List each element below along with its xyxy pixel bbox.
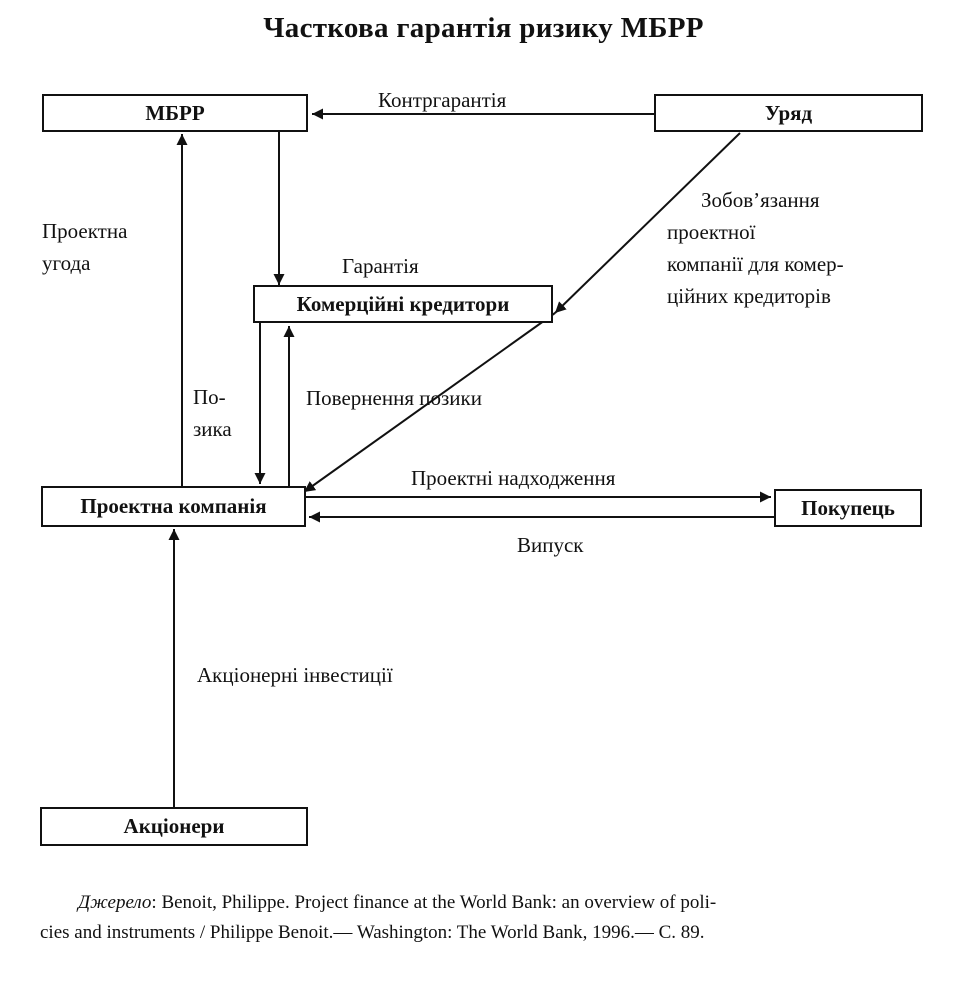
- project-company-box: Проектна компанія: [41, 486, 306, 527]
- government-box: Уряд: [654, 94, 923, 132]
- obligations-arrow: [554, 132, 741, 314]
- obligations-label-line-3: компанії для комер-: [667, 252, 844, 276]
- guarantee-label: Гарантія: [342, 254, 419, 278]
- source-line-1: Джерело: Benoit, Philippe. Project finan…: [40, 888, 930, 918]
- ibrd-box: МБРР: [42, 94, 308, 132]
- source-text-1: : Benoit, Philippe. Project finance at t…: [151, 892, 717, 913]
- shareholders-box: Акціонери: [40, 807, 308, 846]
- counter-guarantee-label: Контргарантія: [378, 88, 507, 112]
- loan-label-line-1: По-: [193, 385, 226, 409]
- source-line-2: cies and instruments / Philippe Benoit.—…: [40, 922, 705, 943]
- loan-label: По- зика: [193, 381, 232, 445]
- project-agreement-label-line-1: Проектна: [42, 219, 128, 243]
- source-note: Джерело: Benoit, Philippe. Project finan…: [40, 888, 930, 948]
- obligations-label: Зобов’язання проектної компанії для коме…: [667, 184, 844, 312]
- obligations-to-company-arrow: [303, 312, 556, 493]
- project-agreement-label: Проектна угода: [42, 215, 127, 279]
- output-label: Випуск: [517, 533, 584, 557]
- obligations-label-line-4: ційних кредиторів: [667, 284, 831, 308]
- diagram-title: Часткова гарантія ризику МБРР: [263, 12, 704, 44]
- project-revenues-label: Проектні надходження: [411, 466, 616, 490]
- buyer-box: Покупець: [774, 489, 922, 527]
- obligations-label-line-1: Зобов’язання: [701, 188, 820, 212]
- obligations-label-line-2: проектної: [667, 220, 756, 244]
- commercial-creditors-box: Комерційні кредитори: [253, 285, 553, 323]
- loan-label-line-2: зика: [193, 417, 232, 441]
- loan-repayment-label: Повернення позики: [306, 386, 482, 410]
- source-label: Джерело: [78, 892, 152, 913]
- equity-investments-label: Акціонерні інвестиції: [197, 663, 393, 687]
- project-agreement-label-line-2: угода: [42, 251, 91, 275]
